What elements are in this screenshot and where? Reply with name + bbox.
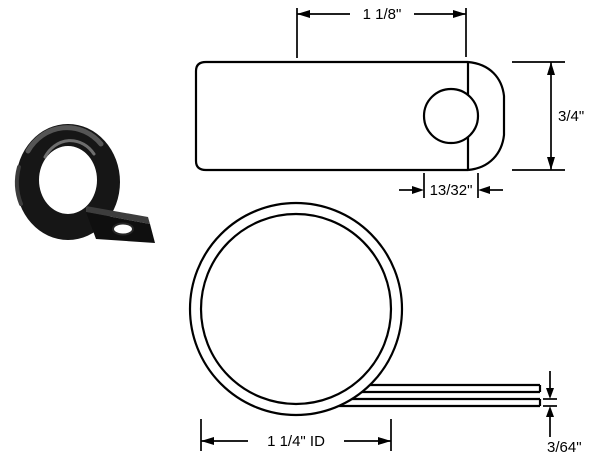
side-view xyxy=(194,60,506,172)
arrowhead-left xyxy=(297,10,310,18)
clamp-highlight-top xyxy=(25,125,104,154)
arrowhead-up xyxy=(546,406,554,417)
dim-overall-width-label: 1 1/8" xyxy=(363,6,402,23)
dim-material-thickness: 3/64" xyxy=(543,371,582,456)
clamp-photo xyxy=(14,124,155,243)
dim-overall-height: 3/4" xyxy=(512,61,584,171)
side-view-body xyxy=(194,60,468,172)
dim-inner-diameter-label: 1 1/4" ID xyxy=(267,433,325,450)
dim-material-thickness-label: 3/64" xyxy=(547,439,582,456)
arrowhead-left xyxy=(201,437,214,445)
arrowhead-down xyxy=(547,157,555,170)
dim-hole-diameter: 13/32" xyxy=(399,173,503,199)
arrowhead-left xyxy=(478,186,490,194)
clamp-highlight-left xyxy=(14,165,23,206)
loop-inner-circle xyxy=(199,212,393,406)
arrowhead-down xyxy=(546,388,554,399)
arrowhead-right xyxy=(412,186,424,194)
arrowhead-right xyxy=(378,437,391,445)
dim-hole-diameter-label: 13/32" xyxy=(430,182,473,199)
side-view-mounting-hole xyxy=(422,87,480,145)
side-view-tab xyxy=(467,60,506,172)
arrowhead-up xyxy=(547,62,555,75)
dim-overall-width: 1 1/8" xyxy=(296,6,467,58)
clamp-highlight-inner xyxy=(43,139,96,159)
loop-view xyxy=(188,201,542,417)
dim-inner-diameter: 1 1/4" ID xyxy=(200,419,392,451)
dim-overall-height-label: 3/4" xyxy=(558,108,584,125)
arrowhead-right xyxy=(453,10,466,18)
clamp-tab-hole xyxy=(112,222,134,236)
clamp-tab-top-surface xyxy=(86,206,150,224)
